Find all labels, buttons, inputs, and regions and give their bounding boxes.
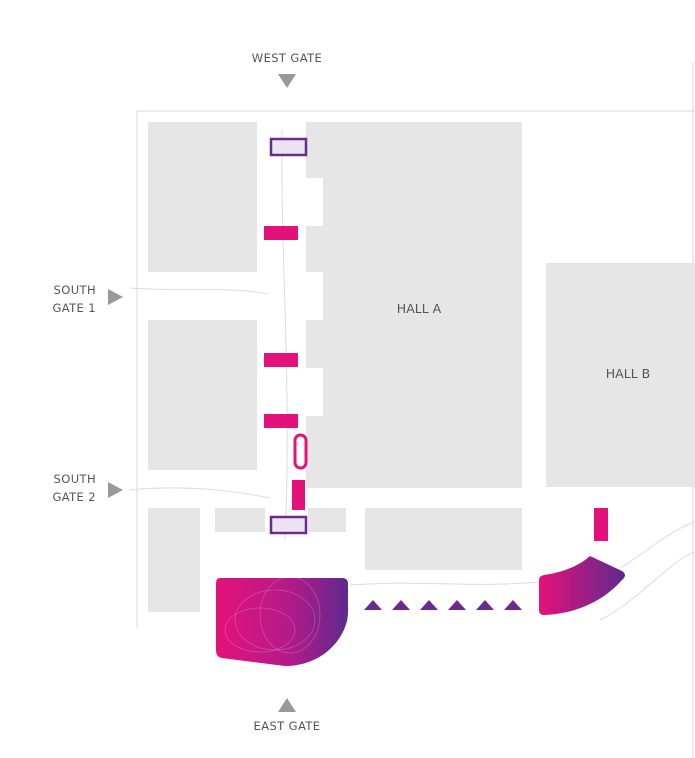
hall-b-label: HALL B: [606, 366, 650, 381]
south-gate-2-label-line2: GATE 2: [52, 490, 96, 504]
pink-marker-1[interactable]: [264, 226, 298, 240]
purple-triangle-icon: [392, 600, 410, 610]
south-gate-1-arrow-icon: [108, 289, 123, 305]
purple-triangle-icon: [476, 600, 494, 610]
pink-marker-vertical[interactable]: [292, 480, 305, 510]
south-gate-2[interactable]: SOUTH GATE 2: [52, 472, 123, 504]
south-gate-1-label-line1: SOUTH: [54, 283, 96, 297]
pink-capsule-marker[interactable]: [293, 433, 308, 470]
building-block-small-2: [308, 508, 346, 532]
hall-b-building: [546, 263, 695, 487]
building-block-small: [215, 508, 265, 532]
walkways: [129, 129, 695, 621]
purple-triangle-icon: [504, 600, 522, 610]
direction-markers: [364, 600, 522, 610]
south-gate-2-label-line1: SOUTH: [54, 472, 96, 486]
building-block-west-low: [148, 508, 200, 612]
building-block-west-top: [148, 122, 257, 272]
purple-triangle-icon: [448, 600, 466, 610]
south-gate-1[interactable]: SOUTH GATE 1: [52, 283, 123, 315]
building-block-south: [365, 508, 522, 570]
pavilion-texture: [224, 576, 321, 654]
entrance-marker-bottom[interactable]: [269, 515, 308, 535]
main-pavilion[interactable]: [216, 578, 348, 666]
east-gate-label: EAST GATE: [254, 719, 321, 733]
south-gate-1-label-line2: GATE 1: [52, 301, 96, 315]
entrance-marker-top[interactable]: [269, 137, 308, 157]
pink-marker-hall-b[interactable]: [594, 508, 608, 541]
pink-marker-3[interactable]: [264, 414, 298, 428]
south-gate-2-arrow-icon: [108, 482, 123, 498]
west-gate-arrow-icon: [278, 74, 296, 88]
small-pavilion[interactable]: [539, 556, 625, 615]
site-boundary: [136, 110, 695, 628]
building-block-west-mid: [148, 320, 257, 470]
east-gate[interactable]: EAST GATE: [254, 698, 321, 733]
building-blocks: [148, 122, 695, 612]
east-gate-arrow-icon: [278, 698, 296, 712]
pink-marker-2[interactable]: [264, 353, 298, 367]
west-gate-label: WEST GATE: [252, 51, 322, 65]
purple-triangle-icon: [364, 600, 382, 610]
hall-a-building: [306, 122, 522, 488]
west-gate[interactable]: WEST GATE: [252, 51, 322, 88]
purple-triangle-icon: [420, 600, 438, 610]
hall-a-label: HALL A: [397, 301, 442, 316]
